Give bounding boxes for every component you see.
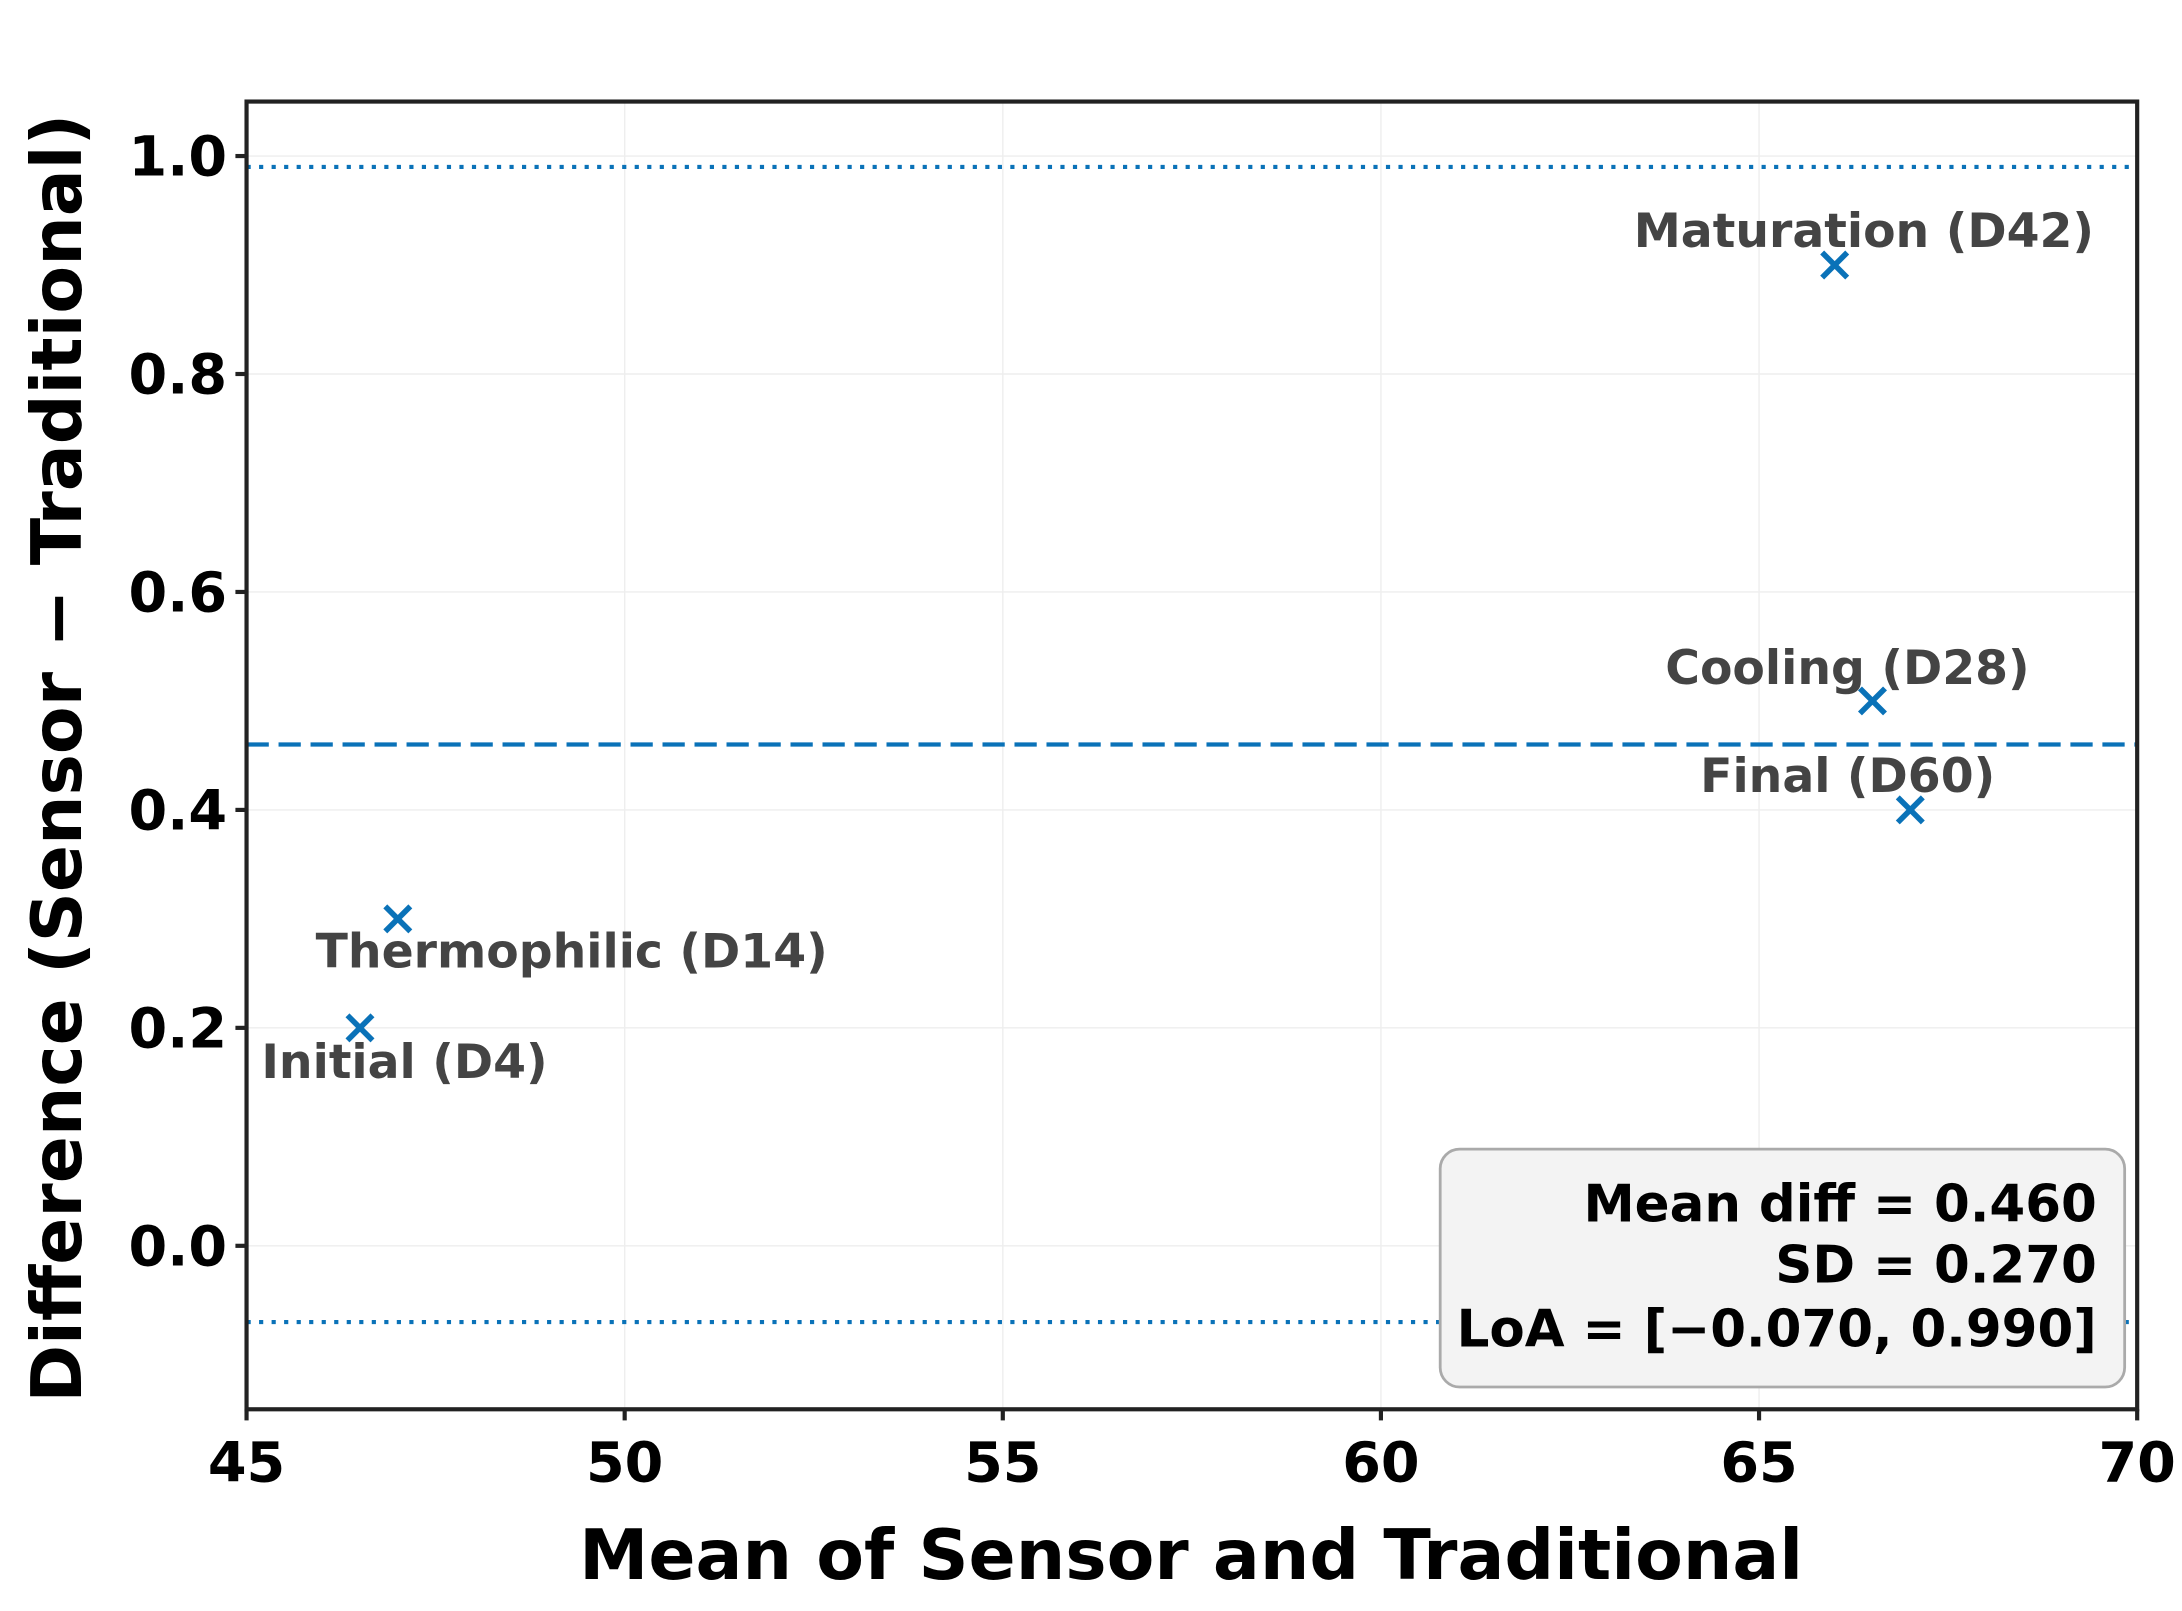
x-marker-stroke (1820, 250, 1850, 280)
x-axis-label: Mean of Sensor and Traditional (579, 1515, 1803, 1596)
data-points (345, 250, 1925, 1043)
x-tick-label: 65 (1720, 1431, 1797, 1496)
x-marker-stroke (1857, 686, 1887, 716)
y-axis-label: Difference (Sensor − Traditional) (17, 114, 98, 1403)
stats-loa: LoA = [−0.070, 0.990] (1457, 1300, 2097, 1360)
x-tick-label: 60 (1342, 1431, 1419, 1496)
data-point-marker (1895, 795, 1925, 825)
y-tick-label: 0.8 (129, 342, 228, 407)
axis-ticks: 45 50 55 60 65 70 0.0 0.2 0.4 0.6 0.8 1.0 (129, 125, 2176, 1496)
y-tick-label: 0.6 (129, 560, 228, 625)
data-point-marker (345, 1013, 375, 1043)
y-tick-label: 0.4 (129, 778, 228, 843)
data-point-marker (1820, 250, 1850, 280)
stats-box: Mean diff = 0.460 SD = 0.270 LoA = [−0.0… (1438, 1147, 2127, 1389)
data-point-marker (1857, 686, 1887, 716)
x-tick-label: 50 (586, 1431, 663, 1496)
reference-lines (246, 164, 2138, 1325)
point-labels: Initial (D4) Thermophilic (D14) Cooling (D… (261, 204, 2094, 1090)
x-marker-stroke (383, 904, 413, 934)
point-label: Maturation (D42) (1634, 204, 2094, 259)
stats-sd: SD = 0.270 (1775, 1236, 2097, 1296)
data-point-marker (383, 904, 413, 934)
point-label: Initial (D4) (261, 1035, 547, 1090)
x-marker-stroke (1895, 795, 1925, 825)
stats-mean-diff: Mean diff = 0.460 (1583, 1174, 2096, 1234)
x-tick-label: 45 (208, 1431, 285, 1496)
y-tick-label: 0.0 (129, 1214, 228, 1279)
point-label: Final (D60) (1700, 749, 1995, 804)
point-label: Thermophilic (D14) (316, 925, 828, 980)
y-tick-label: 0.2 (129, 996, 228, 1061)
stats-box-background (1438, 1147, 2127, 1389)
x-marker-stroke (345, 1013, 375, 1043)
plot-frame (244, 99, 2140, 1412)
x-tick-label: 55 (964, 1431, 1041, 1496)
point-label: Cooling (D28) (1665, 641, 2029, 696)
x-tick-label: 70 (2098, 1431, 2175, 1496)
y-tick-label: 1.0 (129, 125, 228, 190)
